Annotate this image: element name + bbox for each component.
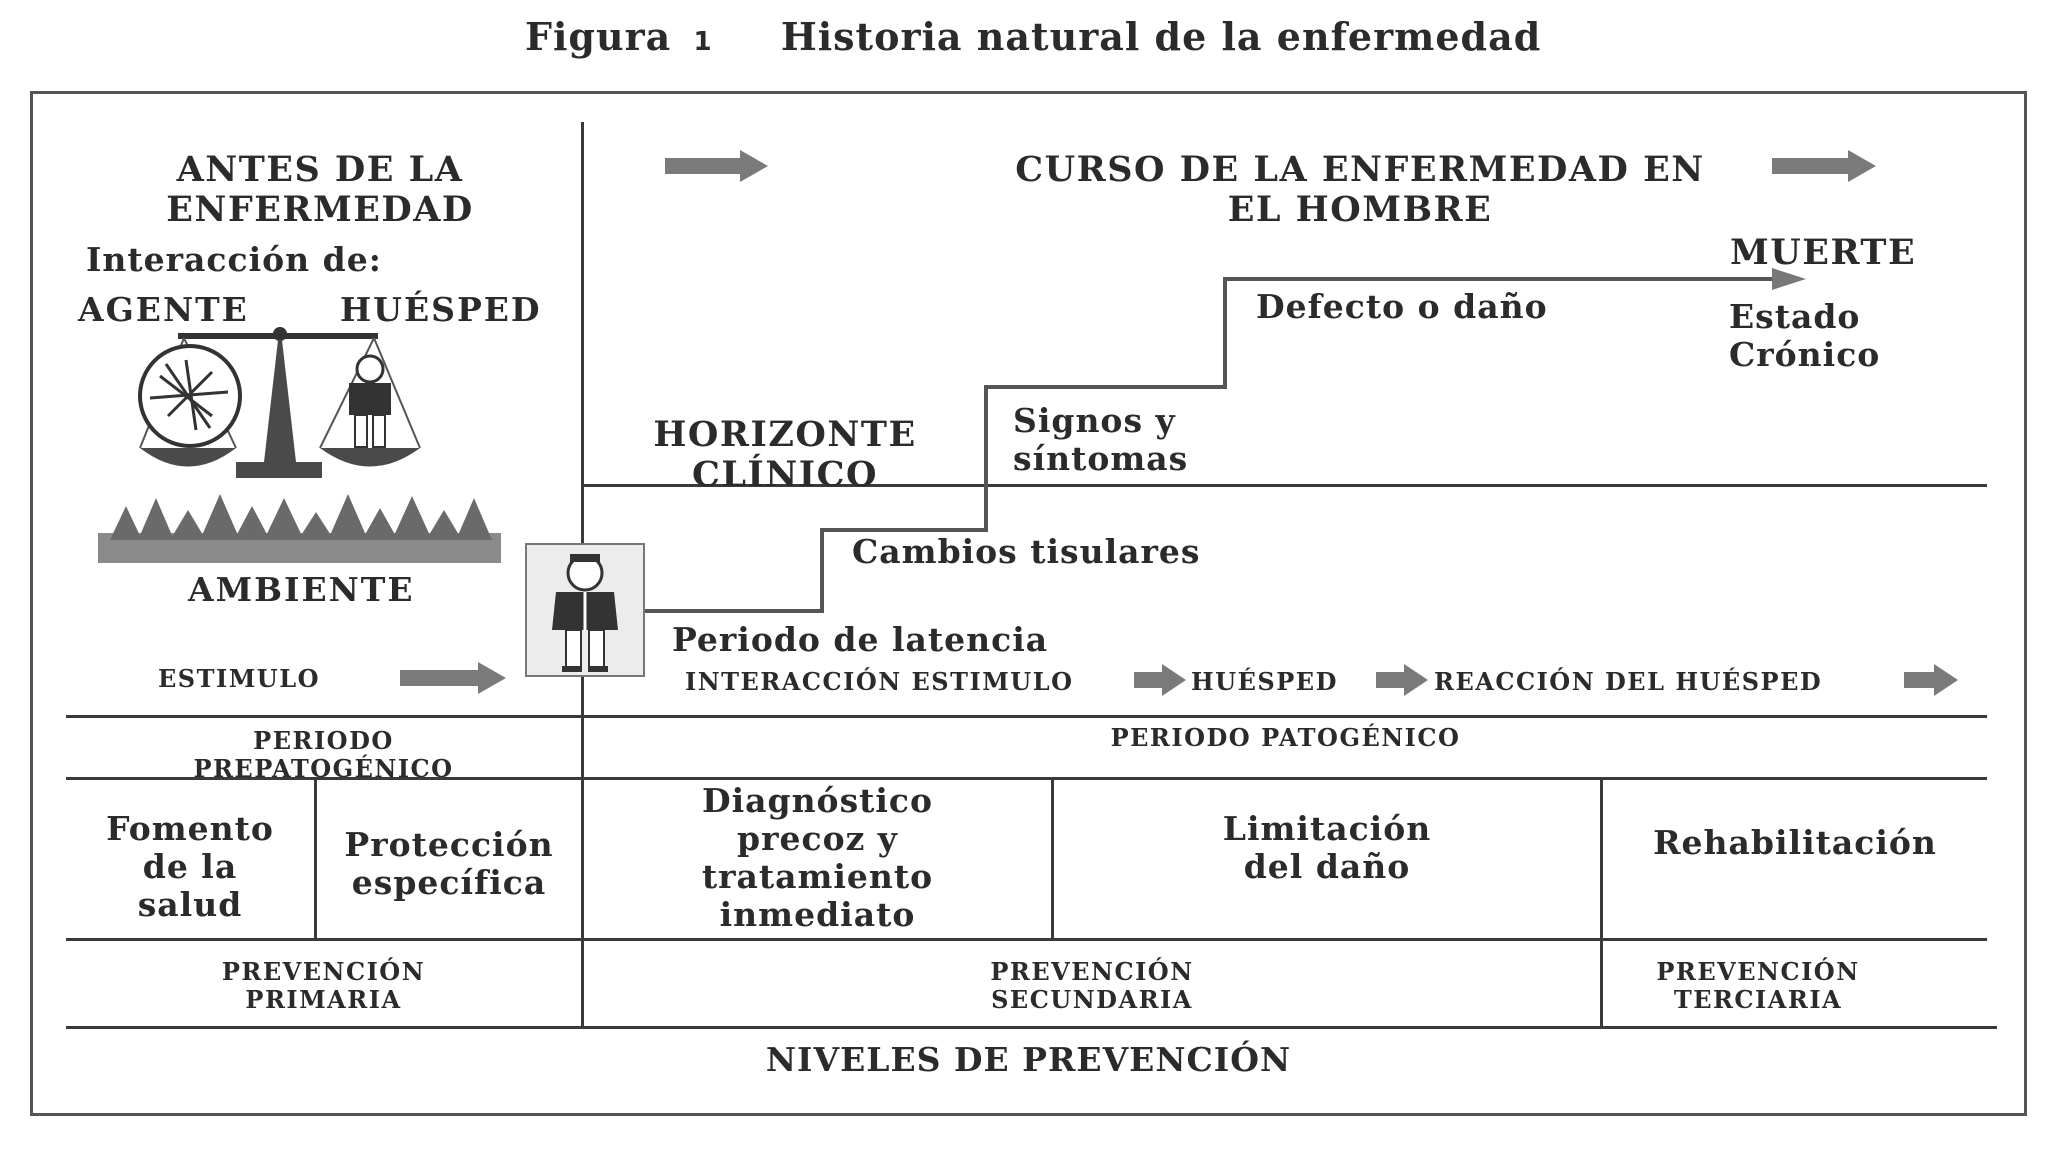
- prevention-line-bottom: [66, 1026, 1997, 1029]
- interaction-label: Interacción de:: [86, 240, 382, 279]
- prevention-levels-label: NIVELES DE PREVENCIÓN: [765, 1040, 1292, 1079]
- defect-label: Defecto o daño: [1256, 287, 1548, 326]
- signs-symptoms-label: Signos y síntomas: [1013, 401, 1189, 478]
- clinical-horizon-label: HORIZONTE CLÍNICO: [653, 414, 917, 496]
- scale-person-icon: [349, 354, 391, 448]
- arrow-course-right: [1772, 150, 1876, 182]
- flow-step-host: HUÉSPED: [1191, 667, 1338, 696]
- environment-label: AMBIENTE: [188, 570, 415, 609]
- before-disease-heading: ANTES DE LA ENFERMEDAD: [166, 149, 474, 231]
- host-label: HUÉSPED: [340, 290, 542, 329]
- flow-step-interaction: INTERACCIÓN ESTIMULO: [685, 667, 1074, 696]
- balance-scale-icon: [138, 327, 421, 478]
- measures-divider-3: [1600, 780, 1603, 1028]
- progression-arrowhead: [1772, 268, 1806, 290]
- prepathogenic-period-label: PERIODO PREPATOGÉNICO: [193, 727, 454, 777]
- primary-prevention-label: PREVENCIÓN PRIMARIA: [221, 957, 426, 1014]
- course-heading: CURSO DE LA ENFERMEDAD EN EL HOMBRE: [1015, 149, 1705, 231]
- horizon-line: [584, 484, 1987, 487]
- pathogenic-period-label: PERIODO PATOGÉNICO: [1110, 723, 1461, 752]
- host-person-icon: [525, 543, 645, 677]
- figure-label: Figura: [525, 14, 672, 59]
- period-line-bottom: [66, 777, 1987, 780]
- stimulus-label: ESTIMULO: [158, 664, 320, 693]
- specific-protection-cell: Protección específica: [344, 825, 554, 902]
- early-diagnosis-cell: Diagnóstico precoz y tratamiento inmedia…: [701, 781, 934, 934]
- death-label: MUERTE: [1730, 232, 1917, 273]
- chronic-label: Estado Crónico: [1729, 297, 1881, 374]
- arrow-flow-2: [1376, 664, 1428, 696]
- period-line-top: [66, 715, 1987, 718]
- arrow-flow-3: [1904, 664, 1958, 696]
- figure-title: Historia natural de la enfermedad: [780, 14, 1542, 59]
- health-promotion-cell: Fomento de la salud: [106, 809, 274, 924]
- agent-label: AGENTE: [78, 290, 249, 329]
- disease-progression-line: [644, 277, 1775, 613]
- diagram-frame: [30, 91, 2027, 1116]
- arrow-stimulus: [400, 662, 506, 694]
- measures-divider-1: [314, 780, 317, 938]
- measures-divider-2: [1051, 780, 1054, 938]
- damage-limitation-cell: Limitación del daño: [1222, 809, 1432, 886]
- latency-label: Periodo de latencia: [672, 620, 1049, 659]
- arrow-flow-1: [1134, 664, 1186, 696]
- figure-title-row: Figura 1 Historia natural de la enfermed…: [525, 18, 1541, 56]
- block-arrows: [400, 150, 1958, 696]
- rehabilitation-cell: Rehabilitación: [1653, 823, 1937, 862]
- figure-number: 1: [693, 27, 713, 57]
- tertiary-prevention-label: PREVENCIÓN TERCIARIA: [1656, 957, 1860, 1014]
- tissue-changes-label: Cambios tisulares: [852, 532, 1201, 571]
- measures-line-bottom: [66, 938, 1987, 941]
- secondary-prevention-label: PREVENCIÓN SECUNDARIA: [990, 957, 1194, 1014]
- forest-icon: [98, 494, 501, 563]
- flow-step-reaction: REACCIÓN DEL HUÉSPED: [1434, 667, 1823, 696]
- arrow-course-left: [665, 150, 768, 182]
